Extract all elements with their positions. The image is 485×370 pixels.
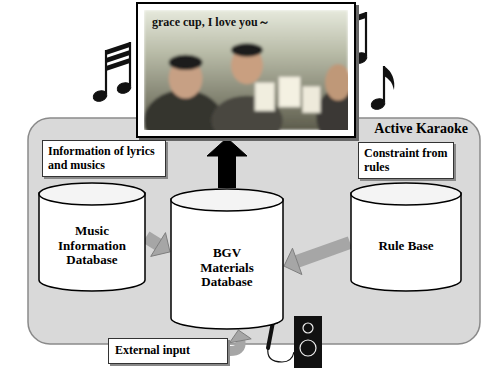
- photo-frame: grace cup, I love you～: [136, 2, 356, 138]
- callout-box: Information of lyrics and musics: [42, 140, 166, 177]
- callout-box: Constraint from rules: [358, 142, 454, 179]
- person-hair: [231, 43, 263, 56]
- note-flag: [384, 66, 394, 90]
- flow-arrow: [146, 233, 170, 257]
- panel-title: Active Karaoke: [28, 121, 468, 137]
- beer-glass: [302, 86, 320, 113]
- person-hair: [169, 55, 203, 70]
- speaker-cone: [303, 323, 313, 333]
- cylinder-body: [171, 199, 283, 329]
- node-label: Rule Base: [358, 239, 454, 254]
- node-label: Information of lyrics and musics: [48, 144, 160, 173]
- arrow-head: [284, 248, 302, 274]
- database-cylinder: BGV Materials Database: [170, 188, 284, 330]
- note-stem: [129, 42, 131, 86]
- flow-arrow: [284, 243, 350, 275]
- arrow-head: [151, 233, 170, 257]
- cylinder-body: [351, 193, 461, 291]
- cylinder-top: [351, 183, 461, 205]
- system-panel: Active KaraokeInformation of lyrics and …: [28, 118, 480, 344]
- beer-glass: [279, 77, 301, 107]
- arrow-head: [207, 138, 247, 156]
- cylinder-top: [39, 183, 145, 205]
- cylinder-outline: [350, 182, 462, 292]
- cylinder-body: [39, 193, 145, 291]
- flow-arrow: [228, 330, 251, 351]
- flow-arrow: [207, 138, 247, 188]
- arrow-shaft: [297, 243, 350, 262]
- speaker-body: [294, 316, 322, 368]
- panel-ground: [28, 118, 480, 344]
- note-stem: [105, 50, 107, 94]
- note-beam: [106, 58, 130, 71]
- music-note: [92, 42, 133, 103]
- speaker-cone: [300, 340, 316, 356]
- arrow-head: [230, 330, 252, 343]
- mic-cord: [268, 348, 294, 362]
- note-stem: [365, 12, 367, 56]
- input-box: External input: [108, 338, 228, 364]
- person-face: [325, 64, 348, 100]
- database-cylinder: Rule Base: [350, 182, 462, 292]
- speaker-icon: [294, 316, 322, 368]
- node-label: External input: [115, 343, 221, 357]
- cylinder-top: [171, 189, 283, 211]
- arrow-shaft: [218, 156, 236, 188]
- beer-glass: [255, 82, 275, 111]
- node-label: BGV Materials Database: [187, 246, 267, 291]
- node-label: Constraint from rules: [364, 146, 448, 175]
- photo-caption: grace cup, I love you～: [152, 14, 346, 31]
- node-label: Music Information Database: [46, 224, 138, 269]
- arrow-shaft: [146, 237, 158, 245]
- database-cylinder: Music Information Database: [38, 182, 146, 292]
- photo-scene: [144, 10, 348, 130]
